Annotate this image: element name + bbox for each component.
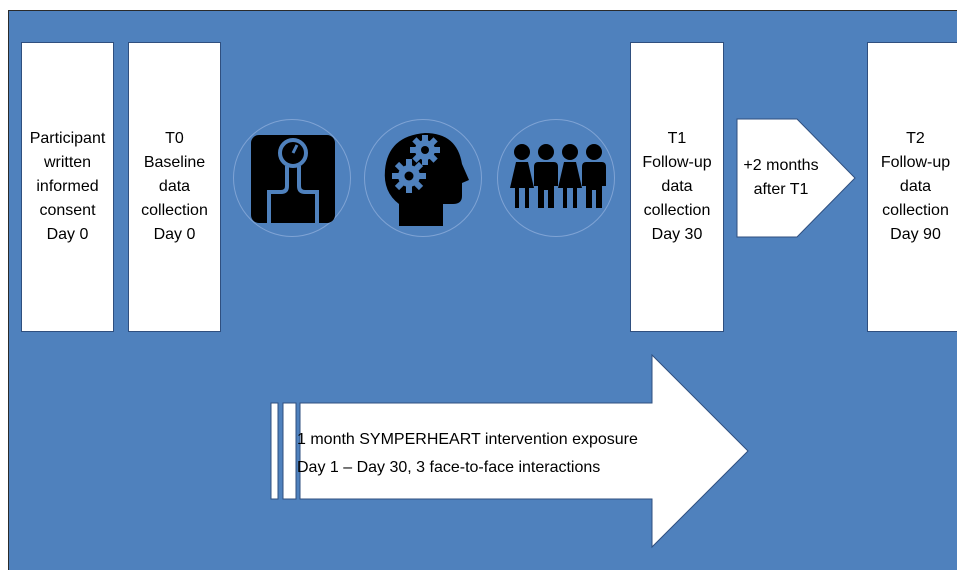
consent-box: Participant written informed consent Day…: [21, 42, 114, 332]
t1-box: T1 Follow-up data collection Day 30: [630, 42, 724, 332]
t1-line-2: Follow-up: [642, 154, 712, 171]
t2-box: T2 Follow-up data collection Day 90: [867, 42, 957, 332]
consent-line-5: Day 0: [46, 226, 89, 243]
intervention-line-1: 1 month SYMPERHEART intervention exposur…: [297, 431, 638, 448]
intervention-arrow-body: [299, 354, 749, 549]
consent-line-3: informed: [36, 178, 99, 195]
gap-line-2: after T1: [753, 181, 809, 198]
t2-line-1: T2: [906, 130, 925, 147]
intervention-arrow-stripe-1: [270, 402, 279, 500]
t1-line-1: T1: [667, 130, 687, 147]
people-group-icon: [497, 119, 615, 237]
intervention-line-2: Day 1 – Day 30, 3 face-to-face interacti…: [297, 459, 601, 476]
consent-line-1: Participant: [29, 130, 106, 147]
t2-line-4: collection: [882, 202, 949, 219]
t0-box: T0 Baseline data collection Day 0: [128, 42, 221, 332]
t1-line-3: data: [661, 178, 693, 195]
gap-arrow-shape: [736, 118, 856, 238]
t2-line-2: Follow-up: [880, 154, 951, 171]
t0-line-1: T0: [165, 130, 184, 147]
t2-line-5: Day 90: [890, 226, 941, 243]
t1-line-4: collection: [643, 202, 711, 219]
intervention-text: 1 month SYMPERHEART intervention exposur…: [297, 426, 638, 482]
head-gears-icon: [364, 119, 482, 237]
t0-line-4: collection: [141, 202, 208, 219]
consent-line-2: written: [43, 154, 92, 171]
intervention-arrow: [270, 354, 749, 549]
t1-line-5: Day 30: [651, 226, 703, 243]
intervention-arrow-stripe-2: [282, 402, 297, 500]
t0-line-2: Baseline: [143, 154, 206, 171]
gap-line-1: +2 months: [743, 157, 819, 174]
t0-line-3: data: [158, 178, 191, 195]
weighing-scale-icon: [233, 119, 351, 237]
consent-line-4: consent: [39, 202, 96, 219]
t0-line-5: Day 0: [153, 226, 196, 243]
gap-arrow-text: +2 months after T1: [736, 154, 826, 202]
t2-line-3: data: [899, 178, 932, 195]
